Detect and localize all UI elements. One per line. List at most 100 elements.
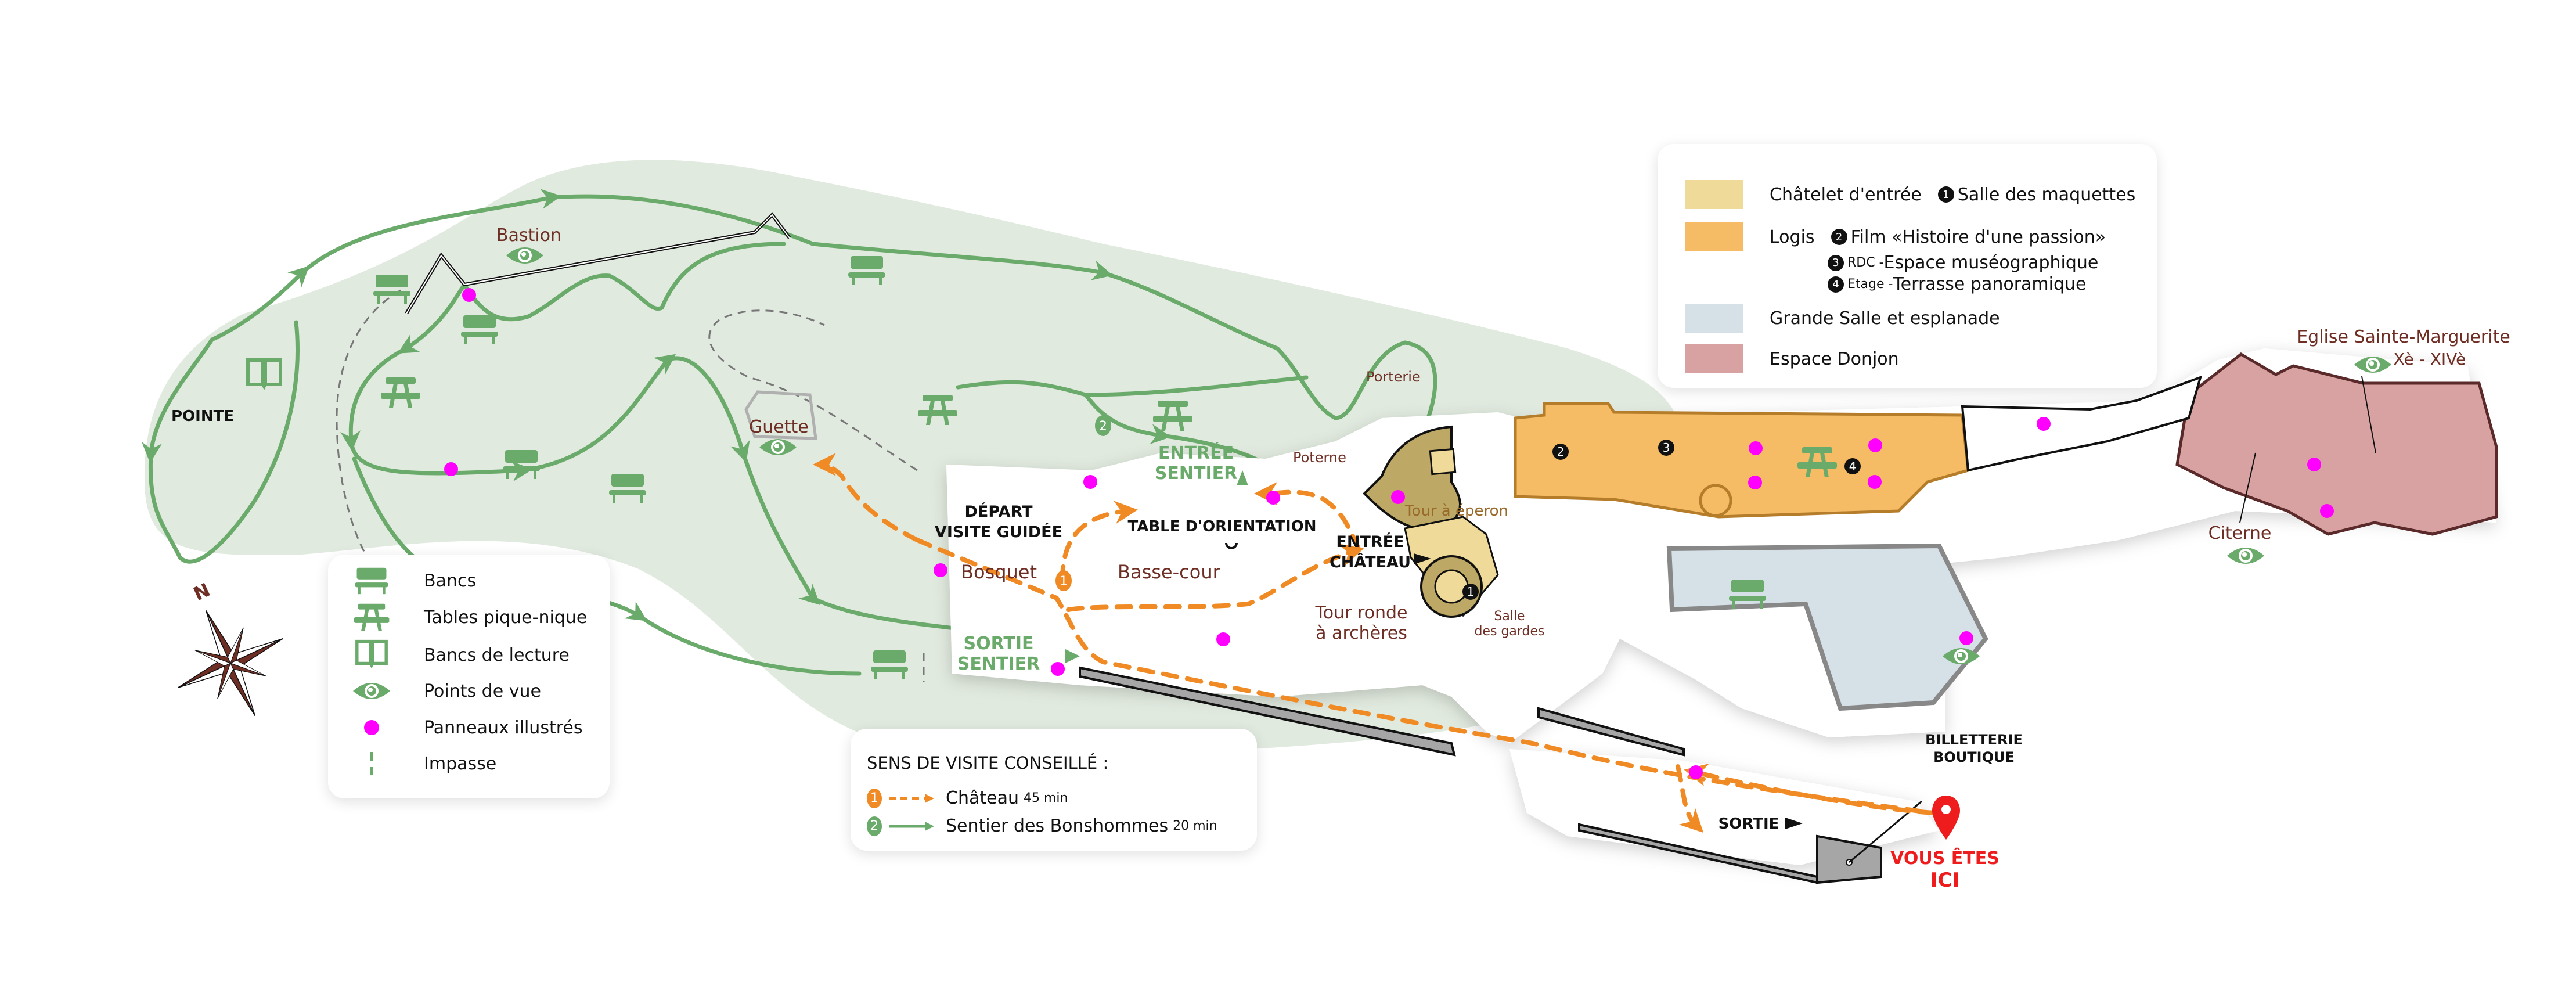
dead-end-dash-icon <box>370 752 373 775</box>
impasse-path-guette <box>708 309 918 471</box>
logis-label: Logis <box>1770 226 1815 247</box>
chatelet-label: Châtelet d'entrée <box>1770 184 1922 205</box>
route2-duration: 20 min <box>1173 819 1217 833</box>
symbol-legend-bancs: Bancs <box>351 566 476 595</box>
route1-badge-label: 1 <box>1060 574 1068 589</box>
label-vous-etes: VOUS ÊTES <box>1890 848 1999 869</box>
chateau-footprint <box>946 348 2496 743</box>
bancs-label: Bancs <box>424 570 477 591</box>
label-bosquet: Bosquet <box>961 561 1037 583</box>
symbol-legend-vue: Points de vue <box>351 679 541 703</box>
viewpoint-eye-icon <box>353 683 390 699</box>
zone-legend-grande-salle: Grande Salle et esplanade <box>1685 304 2000 333</box>
label-poterne: Poterne <box>1293 449 1346 466</box>
connector-passage <box>1961 375 2202 472</box>
label-citerne: Citerne <box>2208 523 2272 544</box>
logis-zone <box>1514 402 1970 519</box>
donjon-label: Espace Donjon <box>1770 348 1899 369</box>
logis-swatch <box>1685 222 1743 251</box>
label-salle-gardes-line1: Salle <box>1494 609 1525 624</box>
label-entree-sentier-line2: SENTIER <box>1155 463 1237 484</box>
route2-start-badge <box>1095 415 1111 436</box>
tables-label: Tables pique-nique <box>424 607 588 628</box>
lower-wall <box>1537 707 1685 757</box>
room-badge-1: 1 <box>1467 585 1475 599</box>
logis-rdc-prefix: RDC - <box>1847 255 1884 270</box>
info-panels <box>444 288 2334 779</box>
logis-espace-museo: Espace muséographique <box>1883 253 2099 273</box>
label-bastion: Bastion <box>496 225 561 246</box>
zones-legend: Châtelet d'entrée 1 Salle des maquettes … <box>1658 144 2157 388</box>
table-orientation-icon <box>1225 542 1238 549</box>
donjon-zone <box>2175 352 2498 536</box>
entree-chateau-arrow <box>1414 553 1431 564</box>
logis-badge-3: 3 <box>1828 254 1844 271</box>
picnic-table-icon <box>354 603 390 631</box>
label-salle-gardes-line2: des gardes <box>1474 624 1544 639</box>
label-eglise-line1: Eglise Sainte-Marguerite <box>2297 327 2510 347</box>
label-table-orientation: TABLE D'ORIENTATION <box>1128 518 1317 535</box>
label-entree-chateau-line2: CHÂTEAU <box>1330 553 1411 571</box>
label-billetterie-line2: BOUTIQUE <box>1933 749 2015 765</box>
bench-icon <box>354 567 389 595</box>
route1-name: Château <box>946 788 1019 808</box>
route-legend-title: SENS DE VISITE CONSEILLÉ : <box>867 753 1109 773</box>
guette-outline <box>744 390 817 440</box>
label-pointe: POINTE <box>171 408 234 425</box>
compass-rose <box>177 610 284 717</box>
chatelet-detail: Salle des maquettes <box>1957 184 2136 205</box>
grande-salle-swatch <box>1685 304 1743 333</box>
label-entree-chateau-line1: ENTRÉE <box>1336 532 1404 551</box>
chatelet-swatch <box>1685 180 1743 209</box>
label-ici: ICI <box>1930 869 1959 892</box>
zone-legend-chatelet: Châtelet d'entrée 1 Salle des maquettes <box>1685 180 2135 209</box>
route1-duration: 45 min <box>1023 791 1068 805</box>
label-tour-ronde-line2: à archères <box>1316 623 1407 643</box>
solid-arrow-icon <box>889 821 934 831</box>
label-sortie-sentier-line2: SENTIER <box>957 654 1040 674</box>
info-panel-dot-icon <box>364 720 379 735</box>
lecture-label: Bancs de lecture <box>424 645 570 665</box>
route-legend-chateau: 1 Château 45 min <box>867 788 1068 808</box>
label-tour-ronde-line1: Tour ronde <box>1314 603 1407 623</box>
logis-terrasse: Terrasse panoramique <box>1893 274 2087 294</box>
symbol-legend-tables: Tables pique-nique <box>351 603 587 632</box>
chatelet-badge: 1 <box>1937 186 1954 203</box>
impasse-label: Impasse <box>424 753 497 774</box>
label-depart-line1: DÉPART <box>964 502 1033 521</box>
label-porterie: Porterie <box>1366 369 1421 385</box>
reading-bench-icon <box>351 639 392 671</box>
compass-north-label: N <box>190 578 213 605</box>
you-are-here-pin <box>1932 796 1960 840</box>
symbols-legend: Bancs Tables pique-nique Bancs de lectur… <box>328 555 610 798</box>
entree-sentier-arrow <box>1237 470 1248 485</box>
grande-salle-label: Grande Salle et esplanade <box>1770 308 2000 329</box>
rampart-wall <box>1079 666 1456 757</box>
route1-legend-badge: 1 <box>867 788 882 808</box>
label-tour-eperon: Tour à éperon <box>1404 502 1508 520</box>
route2-name: Sentier des Bonshommes <box>946 816 1169 836</box>
label-entree-sentier-line1: ENTRÉE <box>1158 442 1234 463</box>
sortie-arrow <box>1785 818 1803 829</box>
logis-badge-2: 2 <box>1831 229 1847 245</box>
label-sortie-sentier-line1: SORTIE <box>964 634 1034 654</box>
route2-legend-badge: 2 <box>867 816 882 836</box>
route-legend: SENS DE VISITE CONSEILLÉ : 1 Château 45 … <box>851 729 1257 851</box>
logis-etage-prefix: Etage - <box>1847 277 1893 291</box>
zone-legend-logis: Logis 2 Film «Histoire d'une passion» 3 … <box>1685 222 2106 294</box>
symbol-legend-panneaux: Panneaux illustrés <box>351 716 582 739</box>
label-basse-cour: Basse-cour <box>1118 561 1221 583</box>
symbol-legend-lecture: Bancs de lecture <box>351 639 570 671</box>
label-depart-line2: VISITE GUIDÉE <box>935 523 1062 541</box>
symbol-legend-impasse: Impasse <box>351 751 496 776</box>
room-badge-3: 3 <box>1663 441 1670 455</box>
zone-legend-donjon: Espace Donjon <box>1685 344 1899 373</box>
label-guette: Guette <box>749 417 809 437</box>
room-badge-4: 4 <box>1849 459 1857 473</box>
label-sortie: SORTIE <box>1718 815 1779 833</box>
room-badges: 1 2 3 4 <box>1462 440 1861 600</box>
route-legend-sentier: 2 Sentier des Bonshommes 20 min <box>867 816 1217 836</box>
dashed-arrow-icon <box>889 793 934 803</box>
donjon-swatch <box>1685 344 1743 373</box>
